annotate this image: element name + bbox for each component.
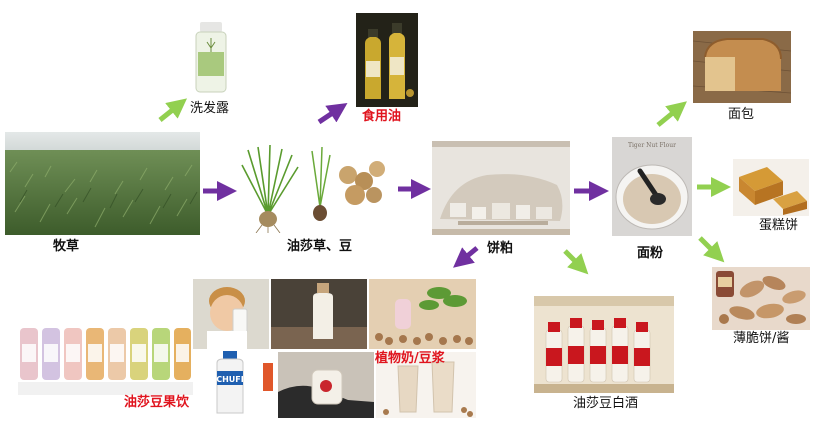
meal-cake-image (432, 141, 570, 235)
arrow-meal-to-milk (453, 246, 479, 268)
bread-label: 面包 (728, 107, 755, 122)
arrow-flour-to-bread (656, 101, 687, 127)
tiger-nut-plant-image (369, 279, 476, 349)
crisp-label: 薄脆饼/酱 (733, 331, 790, 346)
plant-milk-label: 植物奶/豆浆 (375, 351, 445, 366)
milk-bottle-image (271, 279, 367, 349)
svg-text:Tiger Nut Flour: Tiger Nut Flour (628, 142, 676, 149)
bread-image (693, 31, 791, 103)
liquor-label: 油莎豆白酒 (573, 396, 639, 411)
flour-label: 面粉 (637, 246, 664, 261)
cyperus-plant-image (240, 145, 390, 233)
flour-bowl-image: Tiger Nut Flour (612, 137, 692, 236)
forage-field-image (5, 132, 200, 235)
forage-label: 牧草 (53, 239, 80, 254)
shampoo-bottle-image (190, 22, 232, 94)
arrow-meal-to-liquor (563, 249, 589, 275)
cyperus-label: 油莎草、豆 (287, 239, 353, 254)
cooking-oil-image (356, 13, 418, 107)
arrow-cyperus-to-oil (317, 103, 348, 125)
arrow-cyperus-to-shampoo (158, 98, 188, 122)
plant-milk-glasses-image (376, 352, 476, 418)
liquor-bottles-image (534, 296, 674, 393)
cooking-oil-label: 食用油 (362, 109, 402, 124)
child-drinking-image (193, 279, 269, 349)
svg-text:CHUFI: CHUFI (216, 375, 244, 384)
cake-label: 蛋糕饼 (759, 218, 799, 233)
crisp-image (712, 267, 810, 330)
meal-label: 饼粕 (487, 241, 514, 256)
arrow-flour-to-crisp (698, 236, 725, 263)
juice-drink-label: 油莎豆果饮 (124, 395, 190, 410)
cake-image (733, 159, 809, 216)
juice-bottles-image (18, 318, 193, 395)
shampoo-label: 洗发露 (190, 101, 230, 116)
chufi-bottle-image: CHUFI (193, 349, 277, 415)
hand-bottle-image (278, 352, 374, 418)
